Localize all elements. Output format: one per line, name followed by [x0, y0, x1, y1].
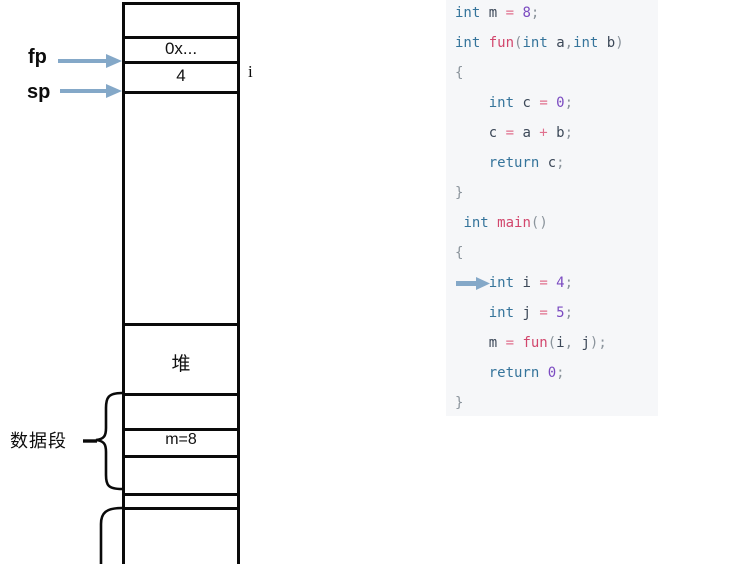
code-line: int main() — [463, 215, 548, 231]
data-segment-brace — [83, 391, 123, 491]
code-line: return c; — [488, 155, 565, 171]
segment-line — [125, 455, 237, 458]
current-line-arrow-icon — [456, 277, 490, 290]
code-line: int c = 0; — [488, 95, 574, 111]
sp-arrow-icon — [60, 84, 122, 98]
code-line: m = fun(i, j); — [488, 335, 607, 351]
code-line: int m = 8; — [455, 5, 540, 21]
segment-line — [125, 323, 237, 326]
code-segment-brace — [99, 506, 123, 564]
sp-register-label: sp — [27, 81, 51, 103]
segment-line — [125, 61, 237, 64]
data-segment-label: 数据段 — [10, 431, 67, 451]
code-line: } — [455, 395, 464, 411]
code-line: int fun(int a,int b) — [455, 35, 624, 51]
variable-i-label: i — [248, 62, 253, 81]
variable-i-cell: 4 — [176, 66, 186, 85]
code-line: { — [455, 65, 464, 81]
code-line: } — [455, 185, 464, 201]
code-line: return 0; — [488, 365, 565, 381]
code-line: int i = 4; — [488, 275, 574, 291]
code-line: { — [455, 245, 464, 261]
segment-line — [125, 507, 237, 510]
code-block: int m = 8; int fun(int a,int b) { int c = … — [446, 0, 658, 416]
fp-register-label: fp — [28, 46, 47, 68]
heap-cell: 堆 — [171, 354, 191, 375]
segment-line — [125, 428, 237, 431]
code-line: c = a + b; — [488, 125, 574, 141]
return-address-cell: 0x... — [164, 39, 198, 58]
segment-line — [125, 36, 237, 39]
code-line: int j = 5; — [488, 305, 574, 321]
memory-column: 0x... 4 堆 m=8 — [122, 2, 240, 564]
code-lines: int m = 8; int fun(int a,int b) { int c = … — [455, 0, 658, 418]
global-m-cell: m=8 — [165, 431, 197, 448]
segment-line — [125, 493, 237, 496]
fp-arrow-icon — [58, 54, 122, 68]
segment-line — [125, 393, 237, 396]
segment-line — [125, 91, 237, 94]
